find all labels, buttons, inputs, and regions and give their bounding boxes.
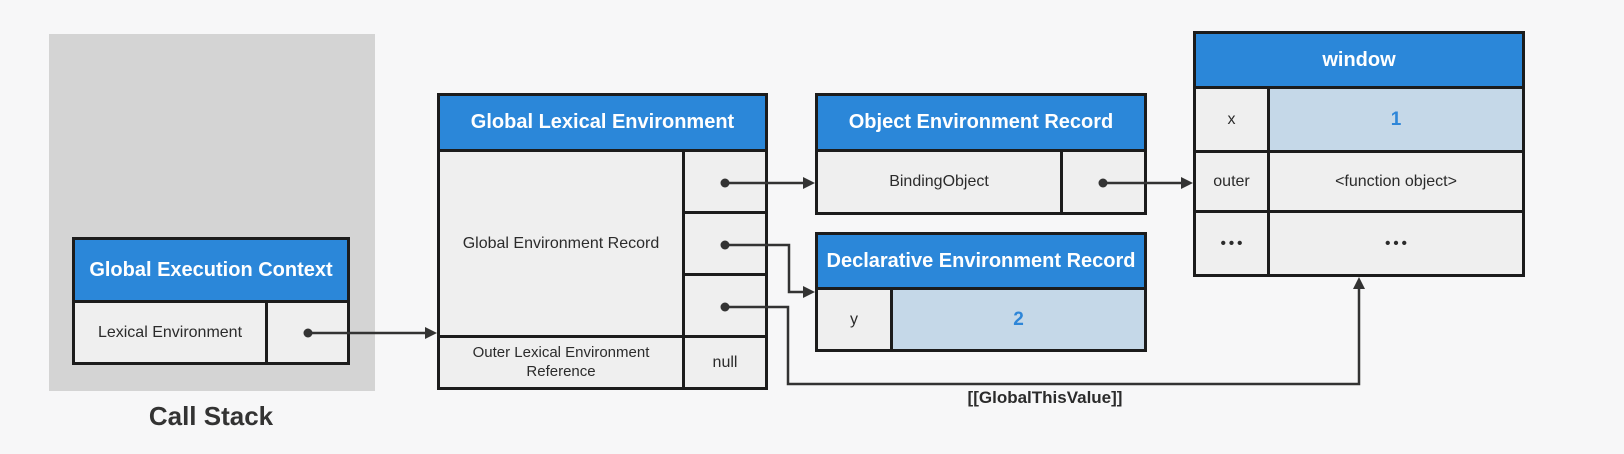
object-environment-record-title: Object Environment Record — [818, 96, 1144, 152]
window-key-ellipsis: ••• — [1196, 213, 1270, 274]
window-object-box: window x 1 outer <function object> ••• •… — [1193, 31, 1525, 277]
declarative-environment-record-box: Declarative Environment Record y 2 — [815, 232, 1147, 352]
arrowhead — [1181, 177, 1193, 189]
lexical-environment-pointer-cell — [268, 303, 347, 362]
binding-object-pointer-cell — [1063, 152, 1144, 212]
arrowhead — [803, 177, 815, 189]
window-value-ellipsis: ••• — [1270, 213, 1522, 274]
window-value-x: 1 — [1270, 89, 1522, 153]
outer-reference-null-cell: null — [685, 338, 765, 387]
outer-lexical-environment-reference-cell: Outer Lexical Environment Reference — [440, 338, 685, 387]
arrowhead — [425, 327, 437, 339]
global-lexical-environment-title: Global Lexical Environment — [440, 96, 765, 152]
variable-y-key-cell: y — [818, 290, 893, 349]
lexical-environment-label: Lexical Environment — [75, 303, 268, 362]
declarative-environment-record-title: Declarative Environment Record — [818, 235, 1144, 290]
global-environment-record-cell: Global Environment Record — [440, 152, 685, 338]
pointer-cell-3 — [685, 276, 765, 338]
binding-object-cell: BindingObject — [818, 152, 1063, 212]
pointer-cell-2 — [685, 214, 765, 276]
global-execution-context-box: Global Execution Context Lexical Environ… — [72, 237, 350, 365]
window-key-x: x — [1196, 89, 1270, 153]
arrowhead — [803, 286, 815, 298]
global-execution-context-title: Global Execution Context — [75, 240, 347, 303]
call-stack-caption: Call Stack — [148, 401, 274, 431]
pointer-cell-1 — [685, 152, 765, 214]
window-value-outer: <function object> — [1270, 153, 1522, 213]
variable-y-value-cell: 2 — [893, 290, 1144, 349]
arrowhead — [1353, 277, 1365, 289]
global-this-value-label: [[GlobalThisValue]] — [967, 388, 1123, 407]
object-environment-record-box: Object Environment Record BindingObject — [815, 93, 1147, 215]
global-lexical-environment-box: Global Lexical Environment Global Enviro… — [437, 93, 768, 390]
window-key-outer: outer — [1196, 153, 1270, 213]
window-object-title: window — [1196, 34, 1522, 89]
